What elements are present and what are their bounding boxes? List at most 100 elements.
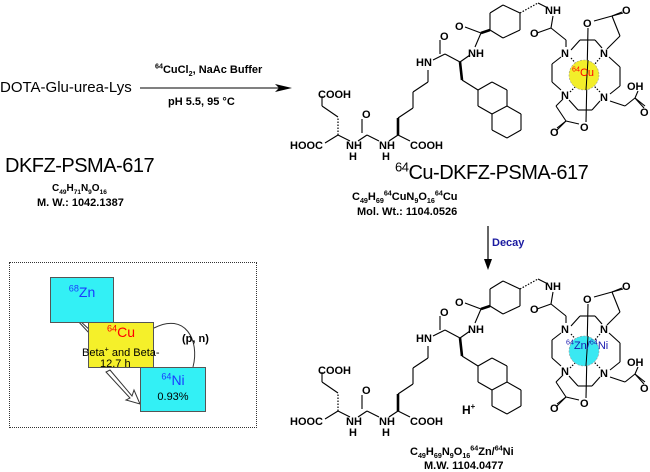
- f: 16: [99, 189, 107, 196]
- metal-sphere: [568, 59, 600, 91]
- atom-label: H: [349, 427, 357, 439]
- double-bond: [611, 12, 624, 17]
- zn68-el: Zn: [78, 284, 96, 300]
- bond: [555, 374, 564, 383]
- bond: [477, 81, 493, 91]
- bond: [551, 81, 562, 91]
- f: N: [441, 446, 450, 458]
- f: 64: [470, 444, 479, 453]
- decay-scheme-frame: [9, 262, 257, 428]
- bond: [337, 410, 351, 418]
- atom-label: N: [561, 48, 569, 60]
- ni64-label: 64Ni: [141, 372, 205, 388]
- bond: [461, 355, 479, 367]
- f: H: [66, 183, 74, 194]
- atom-label: O: [550, 403, 559, 415]
- bond: [321, 105, 339, 118]
- atom-label: NH: [346, 140, 362, 152]
- bond: [491, 81, 508, 91]
- bond: [550, 291, 554, 305]
- bond: [609, 376, 626, 383]
- f: 69: [375, 197, 384, 206]
- bond: [412, 81, 429, 93]
- bond: [506, 405, 522, 415]
- bond: [477, 105, 493, 115]
- double-bond: [464, 26, 482, 34]
- bond: [444, 53, 461, 63]
- atom-label: COOH: [318, 89, 351, 101]
- bond: [491, 105, 508, 115]
- f: 71: [73, 189, 81, 196]
- bond: [551, 56, 562, 65]
- proton-charge: +: [470, 402, 476, 411]
- atom-label: H: [382, 427, 390, 439]
- zn-ni-center-label: 64Zn/64Ni: [566, 339, 608, 352]
- product-name-text: Cu-DKFZ-PSMA-617: [408, 162, 589, 184]
- atom-label: HN: [416, 57, 432, 69]
- f: 49: [359, 197, 368, 206]
- f: 9: [449, 452, 454, 461]
- bond: [366, 134, 380, 142]
- wedge-bond: [458, 61, 464, 81]
- atom-label: O: [530, 304, 539, 316]
- f: H: [425, 446, 434, 458]
- atom-label: O: [455, 297, 464, 309]
- cu64-box: 64Cu: [88, 322, 154, 368]
- atom-label: OH: [627, 357, 644, 369]
- atom-label: O: [640, 383, 649, 395]
- atom-label: O: [362, 109, 371, 121]
- bond: [491, 381, 508, 391]
- bond: [611, 291, 621, 313]
- bond: [502, 29, 521, 39]
- product-mw: Mol. Wt.: 1104.0526: [357, 206, 458, 218]
- bond: [550, 27, 567, 41]
- zn-center-el: Zn/: [573, 340, 590, 352]
- atom-label: N: [561, 90, 569, 102]
- f: Zn/: [478, 446, 495, 458]
- double-bond: [555, 120, 567, 132]
- f: 49: [59, 189, 67, 196]
- double-bond: [536, 303, 552, 310]
- bond: [565, 120, 580, 125]
- bond: [608, 56, 621, 68]
- bond: [594, 39, 603, 49]
- f: 64: [383, 189, 392, 198]
- double-bond: [464, 302, 482, 310]
- hashed-bond: [519, 2, 539, 14]
- reagent-sub: 2: [188, 70, 193, 79]
- cu64-half-life: 12.7 h: [100, 358, 131, 370]
- bond: [568, 375, 579, 387]
- atom-label: O: [440, 307, 449, 319]
- atom-label: O: [580, 122, 589, 134]
- bond: [537, 278, 549, 285]
- atom-label: H: [382, 151, 390, 163]
- product-formula: C49H6964CuN9O1664Cu: [352, 189, 458, 206]
- reaction-arrow: [140, 84, 292, 92]
- atom-label: COOH: [318, 365, 351, 377]
- bond: [412, 357, 429, 369]
- conditions-label: pH 5.5, 95 °C: [168, 96, 235, 108]
- reagent-name: CuCl: [162, 64, 189, 76]
- atom-label: HN: [416, 333, 432, 345]
- bond: [397, 107, 414, 119]
- f: Cu: [442, 191, 458, 203]
- bond: [624, 97, 636, 107]
- double-bond: [555, 396, 567, 408]
- bond: [444, 329, 461, 339]
- bond: [388, 134, 399, 142]
- bond: [594, 315, 603, 325]
- atom-label: H: [349, 151, 357, 163]
- f: 16: [426, 197, 435, 206]
- bond: [459, 54, 471, 63]
- bond: [324, 134, 339, 144]
- bond: [489, 29, 504, 39]
- bond: [555, 105, 567, 122]
- atom-label: O: [362, 385, 371, 397]
- bond: [551, 357, 562, 367]
- bond: [461, 79, 479, 91]
- atom-label: COOH: [410, 416, 443, 428]
- bond: [608, 332, 621, 344]
- product-isotope: 64: [395, 159, 409, 175]
- atom-label: NH: [545, 5, 561, 17]
